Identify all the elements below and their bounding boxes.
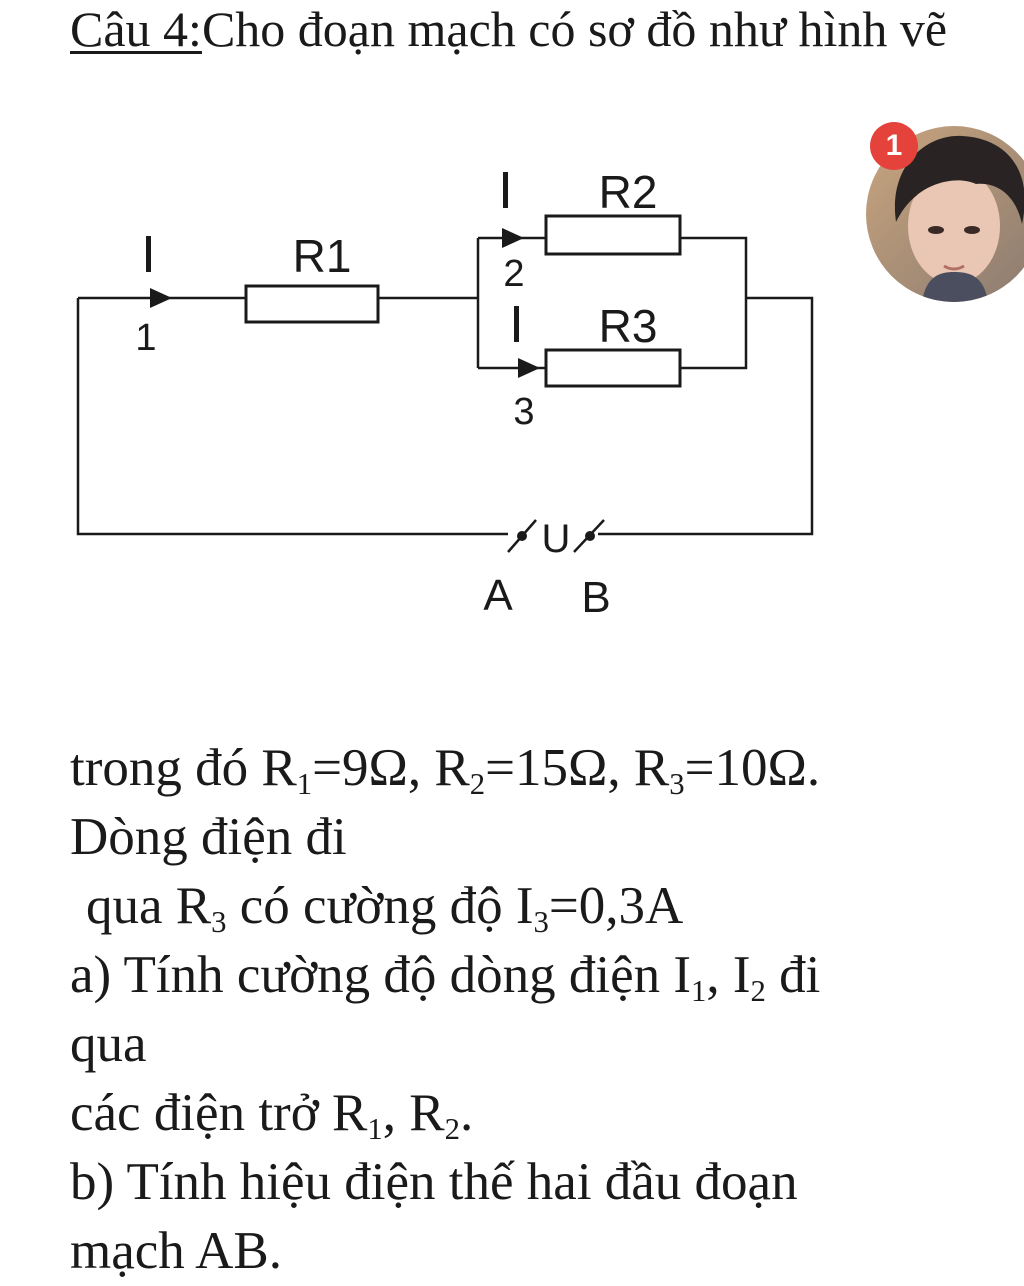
wire-branch-right xyxy=(680,236,748,370)
part-a-line2: qua xyxy=(70,1015,147,1073)
part-a-line1: a) Tính cường độ dòng điện I1, I2 đi xyxy=(70,946,821,1009)
label-r1: R1 xyxy=(293,230,352,282)
arrow-i3 xyxy=(518,358,540,378)
arrow-i1 xyxy=(150,288,172,308)
part-a-line3: các điện trở R1, R2. xyxy=(70,1084,474,1147)
i2-subscript: 2 xyxy=(503,253,524,295)
i2-bar xyxy=(503,172,508,208)
label-voltage: U xyxy=(542,517,571,561)
i3-subscript: 3 xyxy=(513,391,534,433)
notification-badge: 1 xyxy=(870,122,918,170)
resistor-r3 xyxy=(544,348,682,388)
terminal-b-dot xyxy=(585,531,595,541)
question-label: Câu 4: xyxy=(70,1,202,57)
wire-left xyxy=(76,298,508,536)
part-b-line1: b) Tính hiệu điện thế hai đầu đoạn xyxy=(70,1153,798,1211)
avatar-portrait xyxy=(866,126,1024,302)
wire-right xyxy=(598,296,814,536)
user-avatar[interactable] xyxy=(866,126,1024,302)
resistor-r1 xyxy=(244,284,380,324)
label-r2: R2 xyxy=(599,166,658,218)
arrow-i2 xyxy=(502,228,524,248)
circuit-diagram: 1 2 3 R1 R2 R3 U A B xyxy=(76,166,814,622)
given-values-line: trong đó R1=9Ω, R2=15Ω, R3=10Ω. xyxy=(70,739,821,802)
question-title: Câu 4:Cho đoạn mạch có sơ đồ như hình vẽ xyxy=(70,0,970,62)
i1-bar xyxy=(146,236,151,272)
label-r3: R3 xyxy=(599,300,658,352)
label-terminal-a: A xyxy=(483,571,513,620)
i1-subscript: 1 xyxy=(135,317,156,359)
i3-bar xyxy=(514,306,519,342)
label-terminal-b: B xyxy=(581,573,610,622)
terminal-a-dot xyxy=(517,531,527,541)
problem-text: trong đó R1=9Ω, R2=15Ω, R3=10Ω. Dòng điệ… xyxy=(70,734,990,1286)
question-prompt: Cho đoạn mạch có sơ đồ như hình vẽ xyxy=(201,1,948,57)
part-b-line2: mạch AB. xyxy=(70,1222,282,1280)
current-line: Dòng điện đi xyxy=(70,808,347,866)
resistor-r2 xyxy=(544,214,682,256)
current-value-line: qua R3 có cường độ I3=0,3A xyxy=(86,877,684,940)
